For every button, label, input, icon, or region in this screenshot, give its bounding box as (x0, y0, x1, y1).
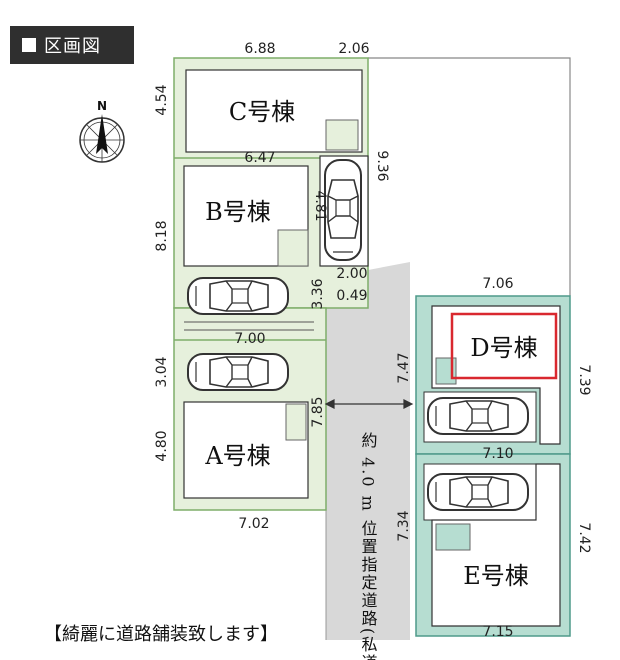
dim-a-bottom: 7.02 (238, 516, 269, 532)
header-title: 区画図 (44, 36, 101, 57)
footer-note: 【綺麗に道路舗装致します】 (44, 624, 278, 645)
dim-b-right-low: 3.36 (310, 278, 326, 309)
lot-b-label: B号棟 (205, 198, 271, 226)
dim-b-top: 6.47 (244, 150, 275, 166)
dim-drive-right: 9.36 (374, 150, 390, 181)
dim-b-inner: 4.81 (312, 190, 328, 221)
dim-d-top: 7.06 (482, 276, 513, 292)
dim-e-bottom: 7.15 (482, 624, 513, 640)
lot-d-label: D号棟 (470, 334, 537, 362)
dim-a-upper-left: 3.04 (154, 356, 170, 387)
dim-a-right: 7.85 (310, 396, 326, 427)
lot-d-highlight (450, 312, 558, 380)
section-header: 区画図 (10, 26, 134, 64)
site-boundary (368, 57, 571, 296)
square-icon (22, 38, 36, 52)
compass-icon: N (79, 99, 125, 163)
lot-e-label: E号棟 (463, 562, 529, 590)
compass-north-label: N (97, 99, 107, 113)
lot-c-label: C号棟 (229, 98, 295, 126)
lot-a-label: A号棟 (204, 442, 270, 470)
lot-d-house (431, 305, 561, 445)
dim-a-top: 7.00 (234, 331, 265, 347)
dim-e-left: 7.34 (396, 510, 412, 541)
road-width-arrow (324, 399, 414, 409)
dim-c-left: 4.54 (154, 84, 170, 115)
dim-d-right: 7.39 (576, 364, 592, 395)
west-block (173, 57, 369, 511)
dim-drive-w: 2.00 (336, 266, 367, 282)
lot-e-house (431, 463, 561, 627)
road-label: 約 4.0 m 位置指定道路(私道) (359, 432, 378, 660)
dim-d-bottom: 7.10 (482, 446, 513, 462)
dim-b-left: 8.18 (154, 220, 170, 251)
dim-e-right: 7.42 (576, 522, 592, 553)
dim-d-left: 7.47 (396, 352, 412, 383)
dim-c-top: 6.88 (244, 41, 275, 57)
east-block (415, 295, 571, 637)
dim-road-top: 2.06 (338, 41, 369, 57)
dim-drive-gap: 0.49 (336, 288, 367, 304)
dim-a-left: 4.80 (154, 430, 170, 461)
